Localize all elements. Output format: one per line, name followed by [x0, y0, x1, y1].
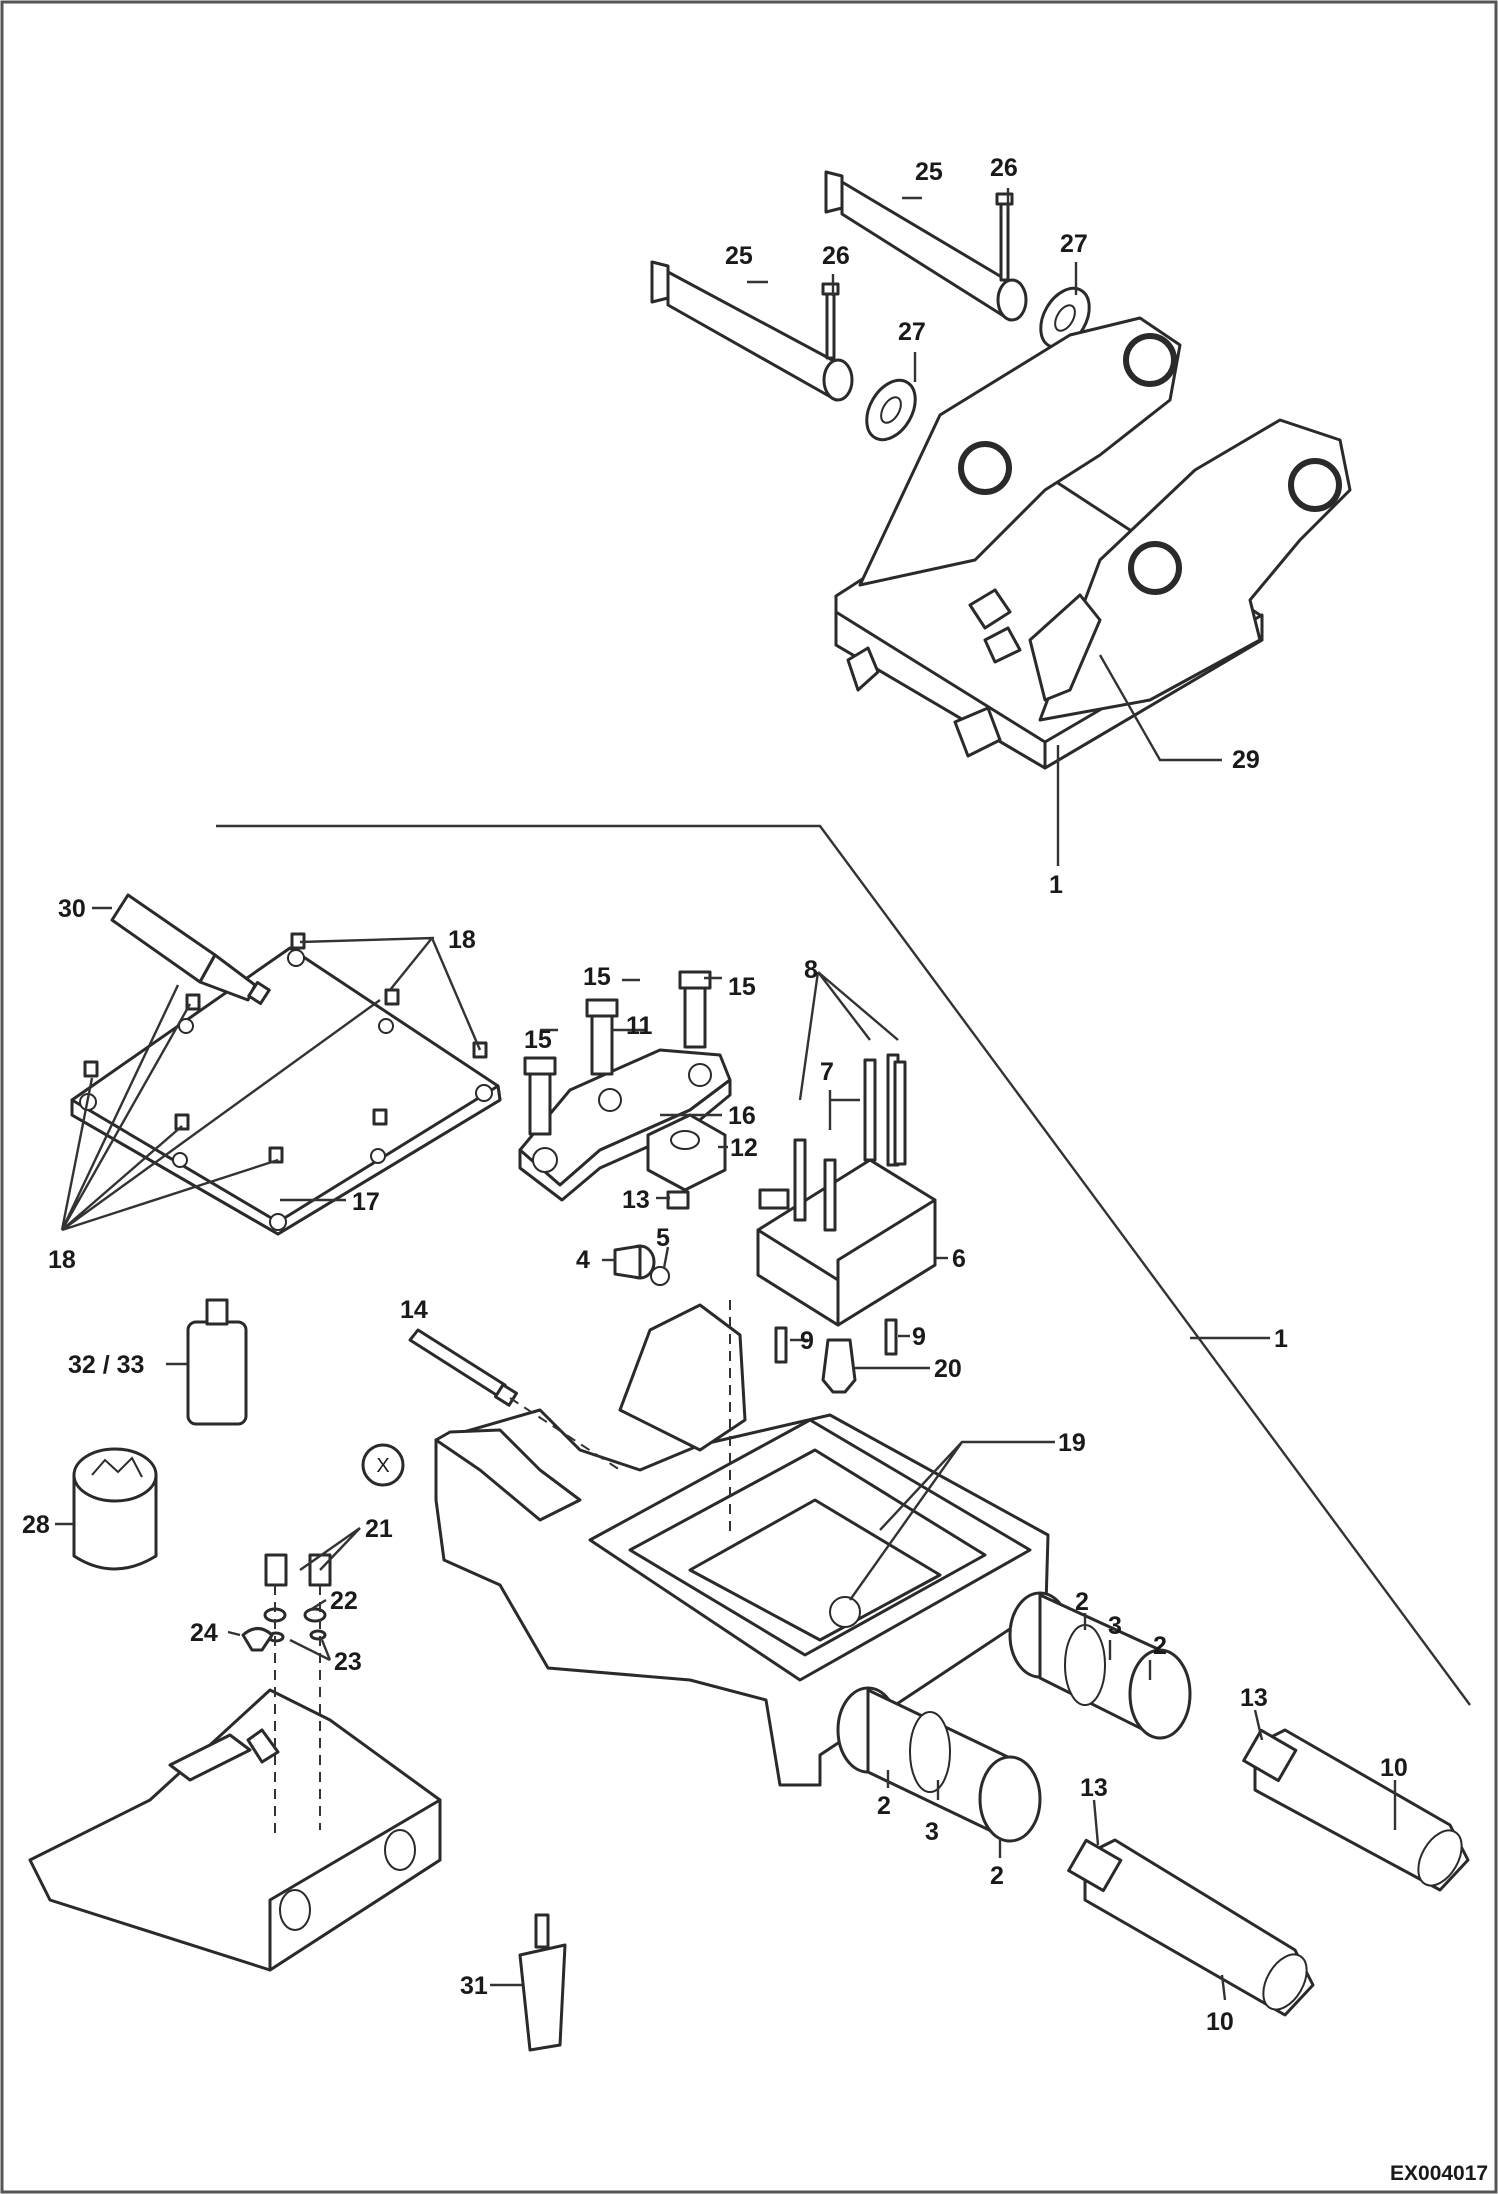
callout-3-b: 3	[925, 1818, 939, 1846]
callout-15-c: 15	[524, 1026, 552, 1054]
callout-25-lower: 25	[725, 242, 753, 270]
callout-14: 14	[400, 1296, 428, 1324]
pins-9-valve-20	[774, 1318, 898, 1394]
alignment-lines	[274, 1300, 731, 1840]
pin-25-upper	[824, 170, 1028, 322]
section-divider	[216, 824, 1471, 1706]
callout-2-c: 2	[877, 1792, 891, 1820]
valve-block-6	[756, 1053, 937, 1327]
callout-29: 29	[1232, 746, 1260, 774]
callout-15-b: 15	[728, 973, 756, 1001]
callout-15-a: 15	[583, 963, 611, 991]
coupler-body	[834, 316, 1352, 770]
callout-28: 28	[22, 1511, 50, 1539]
callout-labels: 25 26 27 25 26 27 29 1 30 18 18 17 15 15…	[22, 154, 1408, 2036]
grease-tube-30	[110, 893, 271, 1006]
main-frame	[434, 1303, 1192, 1843]
callout-18-top: 18	[448, 926, 476, 954]
filter-32-33	[186, 1298, 248, 1426]
callout-16: 16	[728, 1102, 756, 1130]
detail-marker-label: X	[376, 1455, 389, 1477]
detail-marker-x: X	[361, 1443, 405, 1487]
block-12	[646, 1113, 727, 1210]
callout-13-b: 13	[1240, 1684, 1268, 1712]
callout-27-upper: 27	[1060, 230, 1088, 258]
callout-24: 24	[190, 1619, 218, 1647]
fasteners-21-24	[241, 1553, 332, 1652]
callout-6: 6	[952, 1245, 966, 1273]
callout-31: 31	[460, 1972, 488, 2000]
washer-27-lower	[865, 378, 917, 442]
callout-26-upper: 26	[990, 154, 1018, 182]
callout-13-a: 13	[622, 1186, 650, 1214]
callout-32-33: 32 / 33	[68, 1351, 144, 1379]
callout-30: 30	[58, 895, 86, 923]
callout-5: 5	[656, 1224, 670, 1252]
figure-id: EX004017	[1390, 2162, 1488, 2185]
callout-21: 21	[365, 1515, 393, 1543]
callout-4: 4	[576, 1246, 590, 1274]
callout-11: 11	[626, 1012, 653, 1040]
callout-19: 19	[1058, 1429, 1086, 1457]
bottle-31	[518, 1913, 567, 2052]
bolt-26-lower	[821, 282, 840, 360]
callout-18-bottom: 18	[48, 1246, 76, 1274]
callout-26-lower: 26	[822, 242, 850, 270]
bracket-assembly	[28, 1688, 442, 1972]
fitting-4-5	[613, 1244, 670, 1286]
cylinder-10-lower	[1067, 1838, 1315, 2017]
callout-3-a: 3	[1108, 1612, 1122, 1640]
callout-12: 12	[730, 1134, 758, 1162]
callout-1-mid: 1	[1274, 1325, 1288, 1353]
pin-25-lower	[650, 260, 854, 402]
callout-9-a: 9	[800, 1327, 814, 1355]
callout-8: 8	[804, 956, 818, 984]
callout-7: 7	[820, 1058, 834, 1086]
callout-27-lower: 27	[898, 318, 926, 346]
cylinder-10-upper	[1242, 1728, 1470, 1892]
callout-1-top: 1	[1049, 871, 1063, 899]
cover-plate-17	[70, 932, 502, 1236]
filter-28	[72, 1447, 158, 1571]
callout-2-d: 2	[990, 1862, 1004, 1890]
callout-17: 17	[352, 1188, 380, 1216]
callout-2-b: 2	[1153, 1632, 1167, 1660]
link-11-assembly	[518, 970, 732, 1202]
callout-9-b: 9	[912, 1323, 926, 1351]
callout-10-b: 10	[1206, 2008, 1234, 2036]
callout-10-a: 10	[1380, 1754, 1408, 1782]
callout-20: 20	[934, 1355, 962, 1383]
quick-coupler-assembly	[650, 170, 1352, 770]
bolt-26-upper	[995, 192, 1014, 282]
callout-25-upper: 25	[915, 158, 943, 186]
callout-13-c: 13	[1080, 1774, 1108, 1802]
callout-23: 23	[334, 1648, 362, 1676]
rod-14	[408, 1328, 518, 1407]
callout-22: 22	[330, 1587, 358, 1615]
leader-lines	[55, 188, 1397, 2001]
callout-2-a: 2	[1075, 1588, 1089, 1616]
